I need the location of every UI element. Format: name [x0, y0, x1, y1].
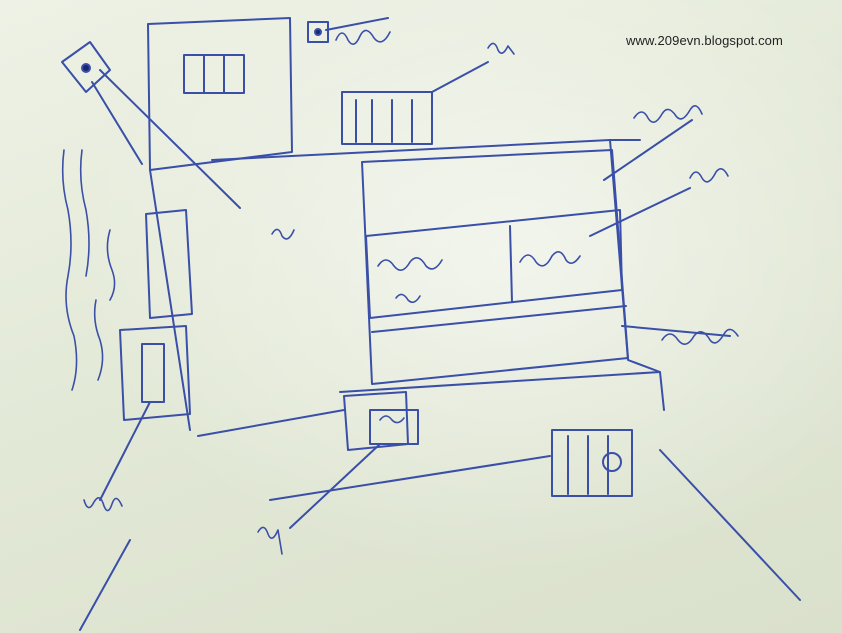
left-cabinet: [145, 209, 193, 319]
corner-speaker: [61, 41, 111, 93]
top-window: [183, 54, 245, 94]
room-right-wall: [609, 139, 661, 373]
right-slant: [659, 449, 801, 601]
handwritten-labels: [61, 29, 739, 555]
floor-line-2: [269, 455, 551, 501]
top-left-cabinet: [147, 17, 293, 171]
floor-edge: [339, 371, 665, 411]
tv-box: [343, 391, 409, 451]
desk-outer: [361, 149, 629, 385]
watermark-text: www.209evn.blogspot.com: [626, 33, 783, 48]
desk-shelf: [365, 209, 623, 319]
wall-lamp: [307, 21, 329, 43]
floor-line: [197, 409, 345, 437]
radiator-top: [341, 91, 433, 145]
radiator-bottom: [551, 429, 633, 497]
room-left-wall: [149, 169, 191, 431]
left-door: [119, 325, 191, 421]
left-slant: [79, 539, 131, 631]
